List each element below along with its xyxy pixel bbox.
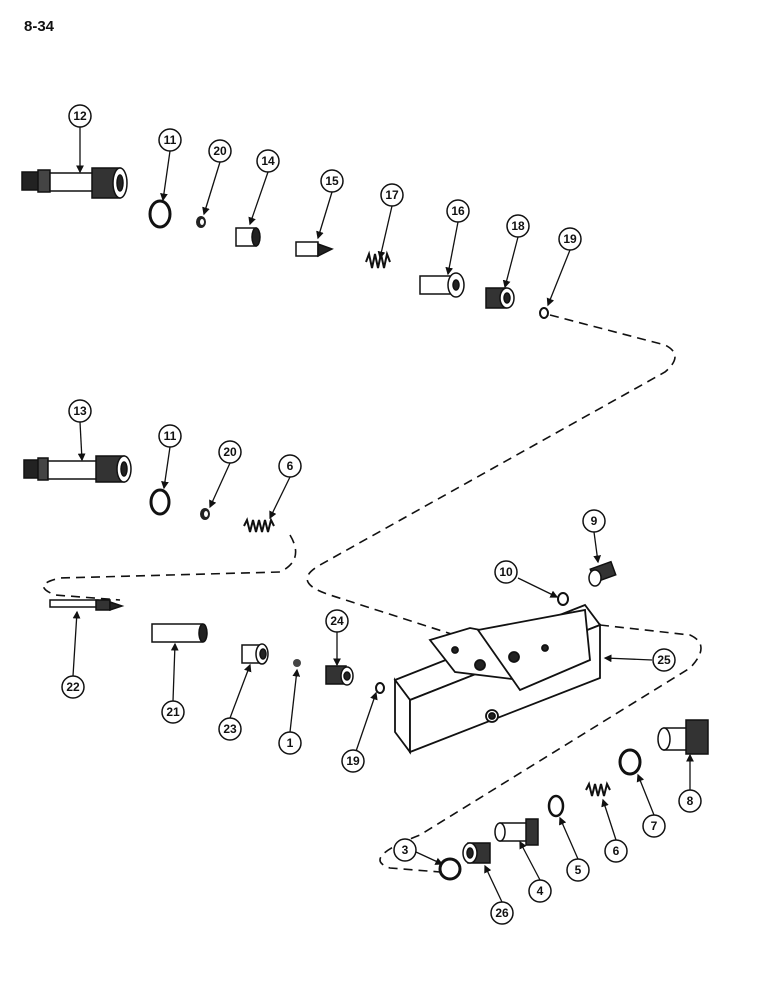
callout-13: 13 <box>68 399 92 423</box>
svg-text:16: 16 <box>451 204 465 218</box>
svg-text:6: 6 <box>613 844 620 858</box>
part-20-washer <box>196 216 206 228</box>
svg-text:11: 11 <box>164 429 177 443</box>
svg-text:25: 25 <box>657 653 671 667</box>
callout-19: 19 <box>558 227 582 251</box>
svg-text:11: 11 <box>164 133 177 147</box>
part-6-spring-upper <box>243 517 275 533</box>
svg-text:22: 22 <box>66 680 80 694</box>
svg-text:18: 18 <box>511 219 525 233</box>
part-1-ball <box>293 659 301 667</box>
dashed-route-lines <box>42 314 702 873</box>
part-17-spring <box>365 250 391 269</box>
part-19-o-ring-top <box>539 307 549 319</box>
callout-5: 5 <box>566 858 590 882</box>
svg-text:6: 6 <box>287 459 294 473</box>
svg-text:26: 26 <box>495 906 509 920</box>
callout-11: 11 <box>158 128 182 152</box>
part-22-pin <box>49 599 125 612</box>
part-16-plug <box>419 272 465 298</box>
svg-text:10: 10 <box>499 565 513 579</box>
callout-15: 15 <box>320 169 344 193</box>
callout-25: 25 <box>652 648 676 672</box>
part-15-poppet <box>295 241 334 258</box>
callout-11-lower: 11 <box>158 424 182 448</box>
part-10-o-ring <box>557 592 569 606</box>
callout-20-lower: 20 <box>218 440 242 464</box>
callout-17: 17 <box>380 183 404 207</box>
part-20-washer-lower <box>200 508 210 520</box>
callout-14: 14 <box>256 149 280 173</box>
part-13-cartridge <box>23 455 132 483</box>
callout-23: 23 <box>218 717 242 741</box>
svg-text:20: 20 <box>213 144 227 158</box>
route-line-top <box>306 314 676 641</box>
part-4-spool <box>494 818 539 846</box>
callout-12: 12 <box>68 104 92 128</box>
svg-text:3: 3 <box>402 843 409 857</box>
part-7-o-ring <box>618 748 642 776</box>
svg-text:24: 24 <box>330 614 344 628</box>
leader-lines <box>72 127 694 903</box>
callout-6-upper: 6 <box>278 454 302 478</box>
svg-text:23: 23 <box>223 722 237 736</box>
callout-19-lower: 19 <box>341 749 365 773</box>
callout-24: 24 <box>325 609 349 633</box>
svg-text:5: 5 <box>575 863 582 877</box>
part-23-cap <box>241 643 269 665</box>
callout-22: 22 <box>61 675 85 699</box>
svg-text:13: 13 <box>73 404 87 418</box>
callout-4: 4 <box>528 879 552 903</box>
svg-text:12: 12 <box>73 109 87 123</box>
callout-8: 8 <box>678 789 702 813</box>
callout-3: 3 <box>393 838 417 862</box>
part-11-o-ring <box>148 199 172 229</box>
part-14-sleeve <box>235 227 261 247</box>
svg-text:7: 7 <box>651 819 658 833</box>
part-26-threaded-insert <box>462 842 491 864</box>
callout-21: 21 <box>161 700 185 724</box>
callout-10: 10 <box>494 560 518 584</box>
part-21-tube <box>151 623 208 643</box>
svg-text:1: 1 <box>287 736 294 750</box>
part-5-o-ring <box>547 794 565 818</box>
callout-1: 1 <box>278 731 302 755</box>
callout-20: 20 <box>208 139 232 163</box>
svg-text:15: 15 <box>325 174 339 188</box>
svg-text:4: 4 <box>537 884 544 898</box>
part-9-plug <box>588 560 617 587</box>
callout-16: 16 <box>446 199 470 223</box>
svg-text:20: 20 <box>223 445 237 459</box>
page-number: 8-34 <box>24 18 55 35</box>
route-line-middle <box>42 534 297 601</box>
part-8-fitting <box>657 719 709 755</box>
callout-9: 9 <box>582 509 606 533</box>
svg-text:19: 19 <box>346 754 360 768</box>
svg-text:19: 19 <box>563 232 577 246</box>
part-19-o-ring-lower <box>375 682 385 694</box>
part-12-cartridge <box>21 167 128 199</box>
route-line-lower <box>379 624 702 873</box>
callout-6-lower: 6 <box>604 839 628 863</box>
part-11-o-ring-lower <box>149 488 171 516</box>
svg-text:17: 17 <box>385 188 399 202</box>
callout-7: 7 <box>642 814 666 838</box>
svg-text:8: 8 <box>687 794 694 808</box>
part-24-threaded-nut <box>325 665 354 686</box>
svg-text:14: 14 <box>261 154 275 168</box>
callouts: 12 11 20 14 15 17 16 18 19 13 11 20 6 9 … <box>61 104 702 925</box>
part-3-o-ring <box>438 857 462 881</box>
svg-text:21: 21 <box>166 705 180 719</box>
part-6-spring-lower <box>585 781 611 797</box>
svg-text:9: 9 <box>591 514 598 528</box>
part-25-valve-body <box>393 603 602 755</box>
callout-18: 18 <box>506 214 530 238</box>
callout-26: 26 <box>490 901 514 925</box>
part-18-threaded-nut <box>485 287 515 309</box>
